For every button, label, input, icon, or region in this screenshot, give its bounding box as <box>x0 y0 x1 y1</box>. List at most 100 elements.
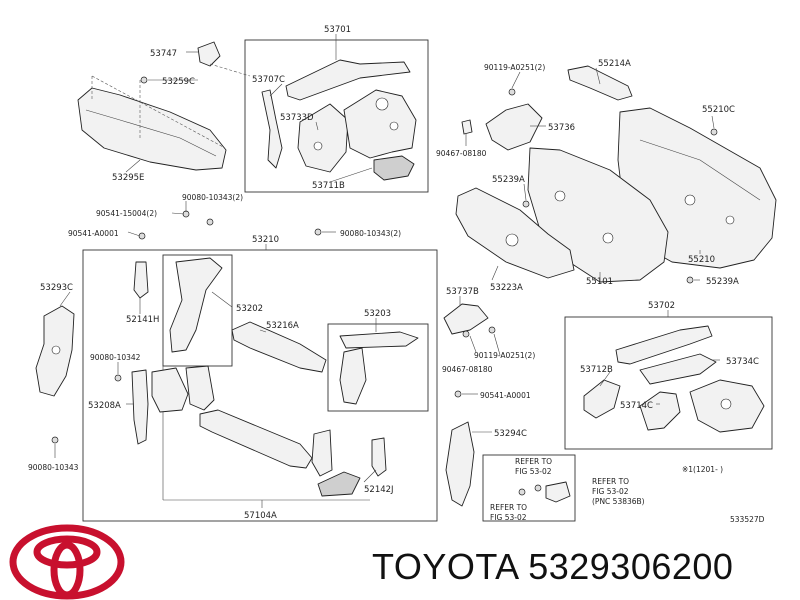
bolt-90541-a0001-b <box>454 390 462 398</box>
label-53734c: 53734C <box>726 357 759 367</box>
part-53208a-inner <box>185 365 215 411</box>
label-53707c: 53707C <box>252 75 285 85</box>
hole-53733d <box>313 141 323 151</box>
part-57104a-foot <box>317 471 361 497</box>
label-90119-a0251-2b: 90119-A0251(2) <box>474 351 535 360</box>
part-53737b-shape <box>443 303 489 335</box>
label-90080-10343-2a: 90080-10343(2) <box>182 193 243 202</box>
bolt-55210c <box>710 128 718 136</box>
hole-53701-b <box>389 121 399 131</box>
part-53707c-shape <box>261 89 283 169</box>
leader-lines <box>54 34 720 508</box>
brand-name: TOYOTA <box>372 546 518 587</box>
toyota-logo-icon <box>9 524 125 600</box>
part-53702-rail <box>615 325 713 365</box>
part-53733d-shape <box>297 103 349 173</box>
part-57104a-shape <box>199 409 313 469</box>
hole-55210-b <box>725 215 735 225</box>
label-55210: 55210 <box>688 255 715 265</box>
label-53702: 53702 <box>648 301 675 311</box>
label-55214a: 55214A <box>598 59 631 69</box>
bolt-53259c <box>140 76 148 84</box>
label-53210: 53210 <box>252 235 279 245</box>
bolt-refer-1 <box>518 488 526 496</box>
hole-53223a <box>505 233 519 247</box>
bolt-refer-2 <box>534 484 542 492</box>
group-box-53202 <box>162 254 233 367</box>
part-53711b-shape <box>373 155 415 181</box>
label-55239a-a: 55239A <box>492 175 525 185</box>
group-box-53210 <box>82 249 438 522</box>
part-53734c-shape <box>639 353 717 385</box>
part-labels: 53701 53747 53259C 53707C 53733D 53711B … <box>28 25 765 524</box>
part-53747-shape <box>197 41 221 67</box>
bolt-90080-10343-b <box>314 228 322 236</box>
part-53294c-shape <box>445 421 475 507</box>
label-53747: 53747 <box>150 49 177 59</box>
refer-label-3a: REFER TO <box>490 503 527 512</box>
group-box-53702 <box>564 316 773 450</box>
part-53701-apron <box>343 89 417 159</box>
label-90467-08180-a: 90467-08180 <box>436 149 487 158</box>
refer-label-2b: FIG 53-02 <box>592 487 629 496</box>
refer-label-2c: (PNC 53836B) <box>592 497 645 506</box>
part-52142j-shape <box>371 437 387 477</box>
label-90080-10342: 90080-10342 <box>90 353 141 362</box>
bolt-90119-a0251-b <box>488 326 496 334</box>
label-55101: 55101 <box>586 277 613 287</box>
dash-53295e-3 <box>91 75 226 149</box>
label-53202: 53202 <box>236 304 263 314</box>
diagram-code: 533527D <box>730 515 765 524</box>
hole-55101-b <box>602 232 614 244</box>
part-53714c-shape <box>639 391 681 431</box>
refer-label-2a: REFER TO <box>592 477 629 486</box>
part-53203-bar <box>339 331 419 349</box>
label-55239a-b: 55239A <box>706 277 739 287</box>
dash-53747 <box>209 63 251 77</box>
part-53208a-shape <box>131 369 149 445</box>
label-53294c: 53294C <box>494 429 527 439</box>
label-53737b: 53737B <box>446 287 479 297</box>
label-90119-a0251-2a: 90119-A0251(2) <box>484 63 545 72</box>
hole-55210-a <box>684 194 696 206</box>
part-53216a-shape <box>231 321 327 373</box>
bolt-55239a-a <box>522 200 530 208</box>
refer-label-3b: FIG 53-02 <box>490 513 527 522</box>
label-57104a: 57104A <box>244 511 277 521</box>
label-53216a: 53216A <box>266 321 299 331</box>
bolt-90080-10343-a <box>206 218 214 226</box>
part-53223a-panel <box>455 187 575 279</box>
label-53203: 53203 <box>364 309 391 319</box>
part-90467-08180-a <box>461 119 473 135</box>
part-53203-bracket <box>339 347 367 405</box>
label-53223a: 53223A <box>490 283 523 293</box>
refer-label-1b: FIG 53-02 <box>515 467 552 476</box>
label-90541-a0001-b: 90541-A0001 <box>480 391 531 400</box>
hole-53702 <box>720 398 732 410</box>
hole-55101-a <box>554 190 566 202</box>
label-53259c: 53259C <box>162 77 195 87</box>
part-refer-bracket <box>545 481 571 503</box>
group-box-53701 <box>244 39 429 193</box>
label-53711b: 53711B <box>312 181 345 191</box>
label-55210c: 55210C <box>702 105 735 115</box>
part-53701-rail <box>285 59 411 101</box>
part-53736-shape <box>485 103 543 151</box>
label-90541-15004-2: 90541-15004(2) <box>96 209 157 218</box>
bolt-55239a-b <box>686 276 694 284</box>
label-53712b: 53712B <box>580 365 613 375</box>
bolt-90080-10342 <box>114 374 122 382</box>
label-53295e: 53295E <box>112 173 144 183</box>
label-53701: 53701 <box>324 25 351 35</box>
label-52142j: 52142J <box>364 485 394 495</box>
label-53208a: 53208A <box>88 401 121 411</box>
label-90080-10343-2b: 90080-10343(2) <box>340 229 401 238</box>
part-55210-ridge <box>639 139 761 201</box>
hole-53293c <box>51 345 61 355</box>
label-53733d: 53733D <box>280 113 314 123</box>
bolt-90467-08180-b <box>462 330 470 338</box>
part-53208a-bracket <box>151 367 189 413</box>
part-52141h-shape <box>133 261 149 299</box>
